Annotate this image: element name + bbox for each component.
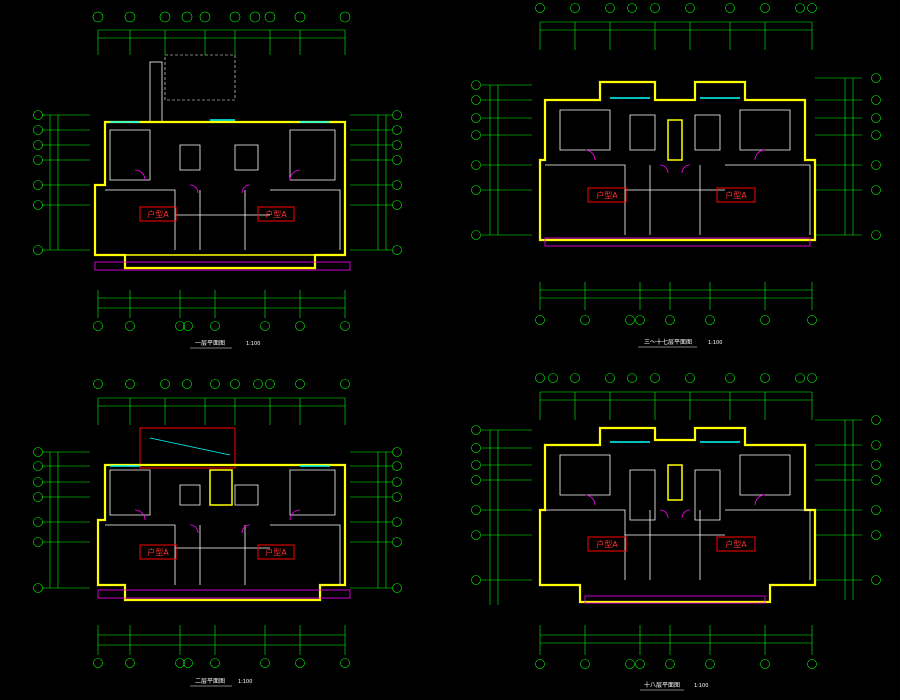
plan-3-unit-labels: 户型A 户型A (139, 544, 295, 560)
plan-4-walls (538, 426, 817, 604)
plan-2-unit-label-right: 户型A (725, 190, 747, 200)
plan-2-grid-bottom (535, 282, 817, 325)
plan-2-title: 三～十七层平面图 (644, 338, 692, 346)
plan-3-grid-top (93, 379, 350, 425)
plan-1-grid-bottom (93, 290, 350, 331)
plan-4-unit-box-left (587, 536, 627, 552)
plan-1-grid-left (33, 110, 90, 255)
plan-3-unit-label-left: 户型A (147, 547, 169, 557)
plan-1-unit-label-right: 户型A (265, 209, 287, 219)
plan-2-scale: 1:100 (708, 340, 722, 346)
plan-3-grid-left (33, 447, 90, 593)
plan-1-unit-box-left (139, 206, 177, 222)
plan-1-unit-box-right (257, 206, 295, 222)
plan-4-title-block: 十八层平面图 1:100 (640, 681, 708, 691)
plan-3-scale: 1:100 (238, 679, 252, 685)
plan-3-grid-bottom (93, 625, 350, 668)
floor-plan-4: 户型A 户型A 十八层平面图 1:100 (471, 373, 881, 691)
plan-4-unit-label-left: 户型A (596, 539, 618, 549)
plan-3-walls (96, 427, 351, 602)
plan-3-unit-box-right (257, 544, 295, 560)
plan-1-grid-right (350, 110, 402, 255)
plan-4-title: 十八层平面图 (644, 681, 680, 689)
plan-2-walls (538, 80, 817, 247)
plan-1-doors (134, 169, 301, 194)
plan-1-walls (93, 54, 351, 271)
plan-1-unit-label-left: 户型A (147, 209, 169, 219)
plan-1-grid-top (92, 11, 351, 55)
plan-4-scale: 1:100 (694, 683, 708, 689)
plan-4-grid-bottom (535, 625, 817, 669)
plan-4-grid-left (471, 425, 532, 605)
floor-plan-1: 户型A 户型A 一层平面图 1:100 (33, 11, 402, 349)
plan-4-unit-labels: 户型A 户型A (587, 536, 756, 552)
plan-3-unit-box-left (139, 544, 177, 560)
plan-3-title-block: 二层平面图 1:100 (190, 678, 252, 687)
plan-2-title-block: 三～十七层平面图 1:100 (638, 338, 722, 348)
plan-1-title: 一层平面图 (195, 340, 225, 347)
plan-2-grid-top (535, 3, 817, 50)
floor-plan-3: 户型A 户型A 二层平面图 1:100 (33, 379, 402, 687)
plan-2-grid-right (815, 73, 881, 240)
plan-2-unit-box-left (587, 187, 627, 203)
plan-3-doors (134, 509, 301, 534)
plan-4-grid-right (815, 415, 881, 600)
plan-1-unit-labels: 户型A 户型A (139, 206, 295, 222)
plan-2-grid-left (471, 80, 532, 240)
plan-4-grid-top (535, 373, 817, 420)
plan-1-title-block: 一层平面图 1:100 (190, 340, 260, 349)
plan-4-unit-label-right: 户型A (725, 539, 747, 549)
plan-1-scale: 1:100 (246, 341, 260, 347)
plan-2-doors (584, 149, 766, 174)
plan-4-unit-box-right (716, 536, 756, 552)
plan-2-unit-box-right (716, 187, 756, 203)
plan-3-title: 二层平面图 (195, 678, 225, 685)
plan-2-unit-labels: 户型A 户型A (587, 187, 756, 203)
plan-2-unit-label-left: 户型A (596, 190, 618, 200)
floor-plan-2: 户型A 户型A 三～十七层平面图 1:100 (471, 3, 881, 348)
plan-4-doors (584, 494, 766, 519)
plan-3-unit-label-right: 户型A (265, 547, 287, 557)
plan-3-grid-right (350, 447, 402, 593)
